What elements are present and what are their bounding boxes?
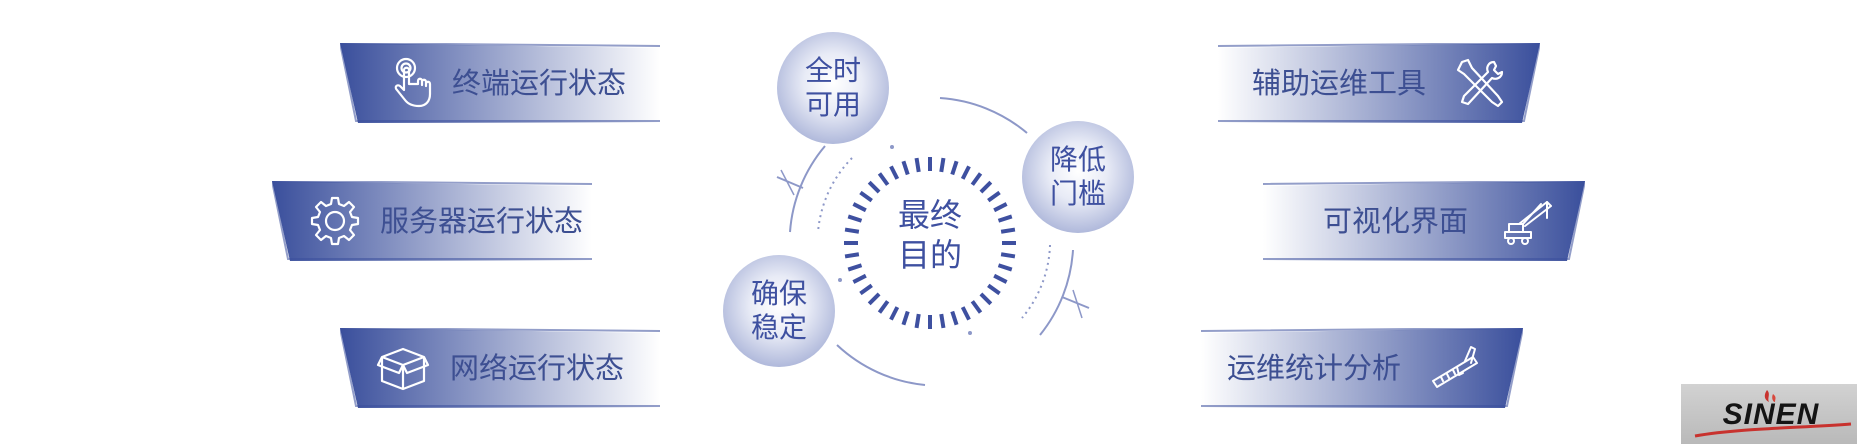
caliper-icon: [1432, 346, 1478, 388]
tools-icon: [1456, 58, 1504, 108]
bubble-top-line1: 全时: [804, 54, 861, 87]
ring-tick: [859, 190, 873, 203]
cross-mark-right-1: [1061, 296, 1090, 309]
ring-tick: [987, 283, 1001, 296]
gear-icon: [310, 196, 360, 246]
dot-marker-3: [968, 331, 972, 335]
ring-tick: [970, 300, 983, 314]
banner-shape: [1201, 328, 1523, 408]
cross-mark-left-1: [776, 176, 804, 189]
bubble-right-line1: 降低: [1049, 143, 1106, 176]
ring-tick: [852, 202, 867, 213]
banner-terminal-status: 终端运行状态: [340, 43, 660, 123]
center-title: 最终 目的: [880, 195, 980, 275]
outer-arc-right: [1039, 249, 1074, 336]
banner-ops-tools-label: 辅助运维工具: [1252, 66, 1427, 100]
bubble-left-line2: 稳定: [750, 311, 807, 344]
ring-tick: [987, 190, 1001, 203]
ring-tick: [877, 300, 890, 314]
center-tick-ring: [844, 157, 1016, 329]
box-icon: [376, 347, 430, 391]
ring-tick: [847, 263, 863, 272]
banner-shape: [340, 43, 660, 123]
dotted-arc-right: [1021, 244, 1051, 319]
banner-network-status-label: 网络运行状态: [450, 351, 625, 385]
ring-tick: [979, 292, 993, 306]
ring-tick: [939, 313, 946, 329]
ring-tick: [867, 180, 881, 194]
center-title-line2: 目的: [897, 236, 962, 274]
ring-tick: [914, 313, 921, 329]
ring-tick: [889, 306, 900, 321]
ring-tick: [997, 263, 1013, 272]
dot-marker-1: [890, 145, 894, 149]
banner-visual-interface: 可视化界面: [1263, 181, 1585, 261]
banner-server-status: 服务器运行状态: [272, 181, 592, 261]
ring-tick: [960, 306, 971, 321]
ring-tick: [844, 227, 860, 234]
ring-tick: [859, 283, 873, 296]
banner-shape: [272, 181, 592, 261]
sinen-logo: SINEN: [1681, 384, 1857, 444]
ring-tick: [1000, 227, 1016, 234]
ring-tick: [939, 157, 946, 173]
crane-icon: [1504, 201, 1552, 245]
ring-tick: [852, 273, 867, 284]
cross-mark-right-2: [1072, 289, 1083, 319]
ring-tick: [979, 180, 993, 194]
outer-arc-bottom: [836, 344, 926, 386]
ring-tick: [997, 214, 1013, 223]
cross-mark-left-2: [780, 169, 795, 196]
bubble-left-line1: 确保: [750, 277, 807, 310]
bubble-always-available: 全时 可用: [777, 32, 889, 144]
logo-flame-mark: [1694, 390, 1852, 438]
ring-tick: [960, 165, 971, 180]
ring-tick: [901, 310, 910, 326]
banner-ops-tools: 辅助运维工具: [1218, 43, 1540, 123]
ring-tick: [877, 172, 890, 186]
banner-server-status-label: 服务器运行状态: [380, 204, 584, 238]
center-title-line1: 最终: [897, 196, 962, 234]
dotted-arc-left: [817, 157, 853, 233]
logo-text: SINEN: [1722, 398, 1820, 431]
ring-tick: [1000, 252, 1016, 259]
bubble-top-line2: 可用: [804, 88, 861, 121]
ring-tick: [901, 160, 910, 176]
ring-tick: [993, 273, 1008, 284]
banner-shape: [1263, 181, 1585, 261]
ring-tick: [914, 157, 921, 173]
ring-tick: [970, 172, 983, 186]
touch-hand-icon: [394, 57, 432, 108]
banner-ops-statistics: 运维统计分析: [1201, 328, 1523, 408]
banner-network-status: 网络运行状态: [340, 328, 660, 408]
ring-tick: [889, 165, 900, 180]
outer-arc-top: [939, 97, 1028, 134]
banner-shape: [340, 328, 660, 408]
banner-shape: [1218, 43, 1540, 123]
dot-marker-2: [838, 278, 842, 282]
outer-arc-left: [789, 145, 826, 233]
banner-terminal-status-label: 终端运行状态: [452, 66, 627, 100]
ring-tick: [867, 292, 881, 306]
banner-ops-statistics-label: 运维统计分析: [1227, 351, 1402, 385]
bubble-right-line2: 门槛: [1049, 177, 1106, 210]
bubble-lower-threshold: 降低 门槛: [1022, 121, 1134, 233]
ring-tick: [844, 252, 860, 259]
bubble-ensure-stable: 确保 稳定: [723, 255, 835, 367]
banner-visual-interface-label: 可视化界面: [1323, 204, 1469, 238]
ring-tick: [950, 310, 959, 326]
ring-tick: [993, 202, 1008, 213]
ring-tick: [950, 160, 959, 176]
ring-tick: [847, 214, 863, 223]
